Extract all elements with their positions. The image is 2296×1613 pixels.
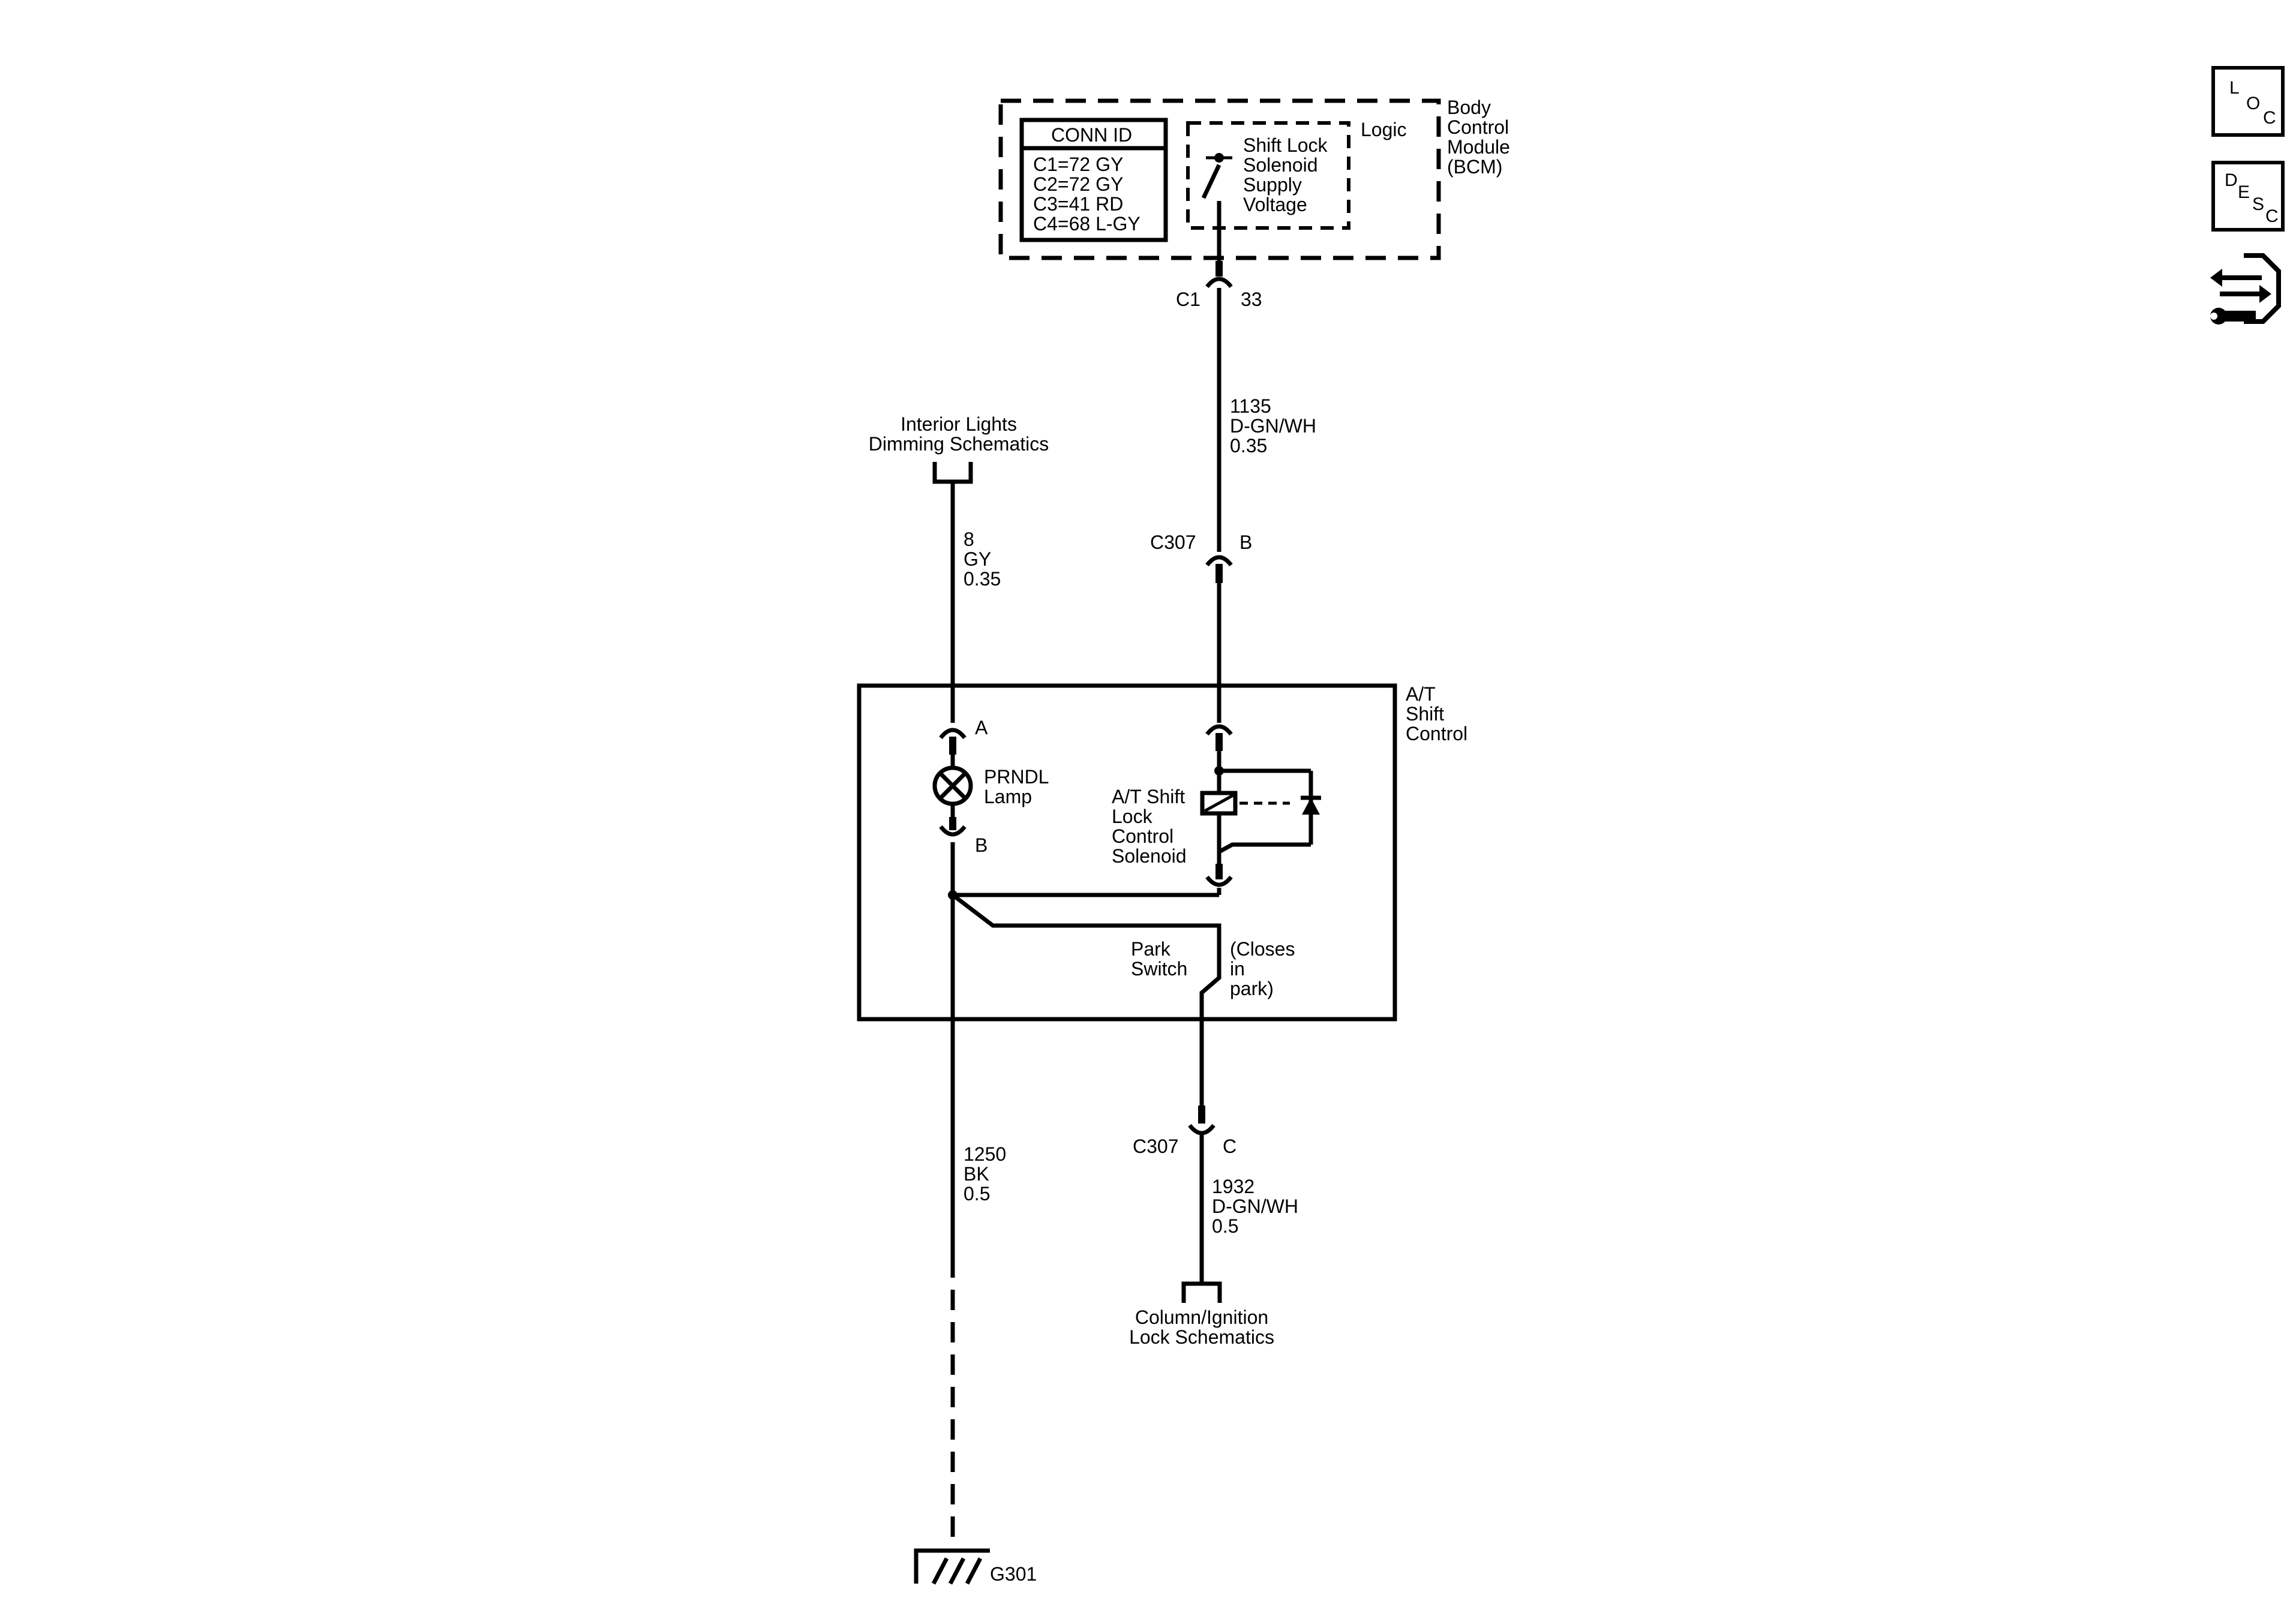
- connector-c307-pin-c: C307 C: [1133, 1106, 1236, 1157]
- connector-c307-pin-b: C307 B: [1150, 531, 1252, 583]
- connector-pin: C: [1223, 1136, 1236, 1157]
- wire-1135-color: D-GN/WH: [1230, 415, 1316, 437]
- connector-name: C1: [1176, 289, 1200, 310]
- wire-1250-gauge: 0.5: [964, 1183, 990, 1205]
- connector-pin: 33: [1241, 289, 1262, 310]
- location-button[interactable]: L O C: [2211, 66, 2285, 137]
- wire-1250-circuit: 1250: [964, 1143, 1006, 1165]
- supply-label-line-3: Supply: [1243, 174, 1302, 196]
- at-shift-control: A/T Shift Control A B PRNDL Lamp: [857, 683, 1467, 1022]
- supply-label-line-1: Shift Lock: [1243, 134, 1328, 156]
- wire-1250-color: BK: [964, 1163, 989, 1185]
- diagnostic-connector-wrench-icon[interactable]: [2208, 251, 2286, 335]
- bcm-name-line-2: Control: [1447, 116, 1509, 138]
- conn-id-row: C3=41 RD: [1033, 193, 1123, 215]
- shift-control-name-line-2: Shift: [1406, 703, 1444, 725]
- bcm-name-line-1: Body: [1447, 97, 1491, 118]
- supply-voltage-switch: [1201, 153, 1232, 264]
- wire-1932-color: D-GN/WH: [1212, 1196, 1298, 1217]
- ground-label: G301: [990, 1563, 1037, 1585]
- connector-name: C307: [1150, 531, 1196, 553]
- reference-line-2: Dimming Schematics: [869, 433, 1049, 455]
- bcm-module: Body Control Module (BCM) CONN ID C1=72 …: [998, 97, 1510, 264]
- park-note-line-3: park): [1230, 978, 1274, 999]
- supply-label-line-2: Solenoid: [1243, 154, 1318, 176]
- connector-pin: B: [1239, 531, 1252, 553]
- wire-1932-circuit: 1932: [1212, 1176, 1254, 1197]
- lamp-label-line-2: Lamp: [984, 786, 1032, 807]
- description-button[interactable]: D E S C: [2211, 161, 2285, 232]
- connector-name: C307: [1133, 1136, 1179, 1157]
- conn-id-row: C1=72 GY: [1033, 154, 1123, 175]
- shift-control-name-line-3: Control: [1406, 723, 1467, 744]
- logic-label: Logic: [1361, 119, 1407, 140]
- wire-1135-gauge: 0.35: [1230, 435, 1267, 456]
- conn-id-header: CONN ID: [1051, 124, 1132, 146]
- loc-letter: L: [2229, 78, 2240, 98]
- conn-id-row: C4=68 L-GY: [1033, 213, 1141, 235]
- lamp-pin-a: A: [975, 717, 988, 738]
- loc-letter: C: [2263, 108, 2276, 128]
- solenoid-label-line-3: Control: [1112, 825, 1173, 847]
- reference-line-1: Interior Lights: [901, 413, 1017, 435]
- bcm-name-line-3: Module: [1447, 136, 1510, 158]
- conn-id-row: C2=72 GY: [1033, 173, 1123, 195]
- park-note-line-1: (Closes: [1230, 938, 1295, 960]
- solenoid-label-line-1: A/T Shift: [1112, 786, 1185, 807]
- wire-1135-circuit: 1135: [1230, 395, 1271, 417]
- interior-lights-reference: Interior Lights Dimming Schematics: [869, 413, 1049, 484]
- supply-label-line-4: Voltage: [1243, 194, 1307, 215]
- ground-g301: G301: [914, 1548, 1037, 1585]
- shift-control-outline: [857, 683, 1397, 1022]
- wire-8-circuit: 8: [964, 528, 974, 550]
- reference-line-1: Column/Ignition: [1135, 1306, 1268, 1328]
- desc-letter: E: [2238, 182, 2250, 202]
- solenoid-label-line-4: Solenoid: [1112, 845, 1187, 867]
- park-switch-label-line-2: Switch: [1131, 958, 1187, 980]
- shift-lock-solenoid: A/T Shift Lock Control Solenoid: [1112, 724, 1321, 887]
- column-ignition-reference: Column/Ignition Lock Schematics: [1129, 1281, 1274, 1348]
- prndl-lamp: A B PRNDL Lamp: [932, 717, 1049, 856]
- bcm-name-line-4: (BCM): [1447, 156, 1502, 178]
- connector-c1-pin-33: C1 33: [1176, 261, 1262, 310]
- loc-letter: O: [2246, 94, 2261, 113]
- desc-letter: S: [2252, 194, 2265, 214]
- park-switch: Park Switch (Closes in park): [951, 893, 1295, 1020]
- conn-id-table: CONN ID C1=72 GY C2=72 GY C3=41 RD C4=68…: [1019, 118, 1168, 242]
- lamp-pin-b: B: [975, 834, 988, 856]
- diode-icon: [1302, 798, 1320, 815]
- lamp-label-line-1: PRNDL: [984, 766, 1049, 788]
- solenoid-label-line-2: Lock: [1112, 806, 1153, 827]
- reference-line-2: Lock Schematics: [1129, 1326, 1274, 1348]
- desc-letter: C: [2265, 206, 2279, 226]
- logic-box: [1186, 121, 1350, 230]
- wire-1932-gauge: 0.5: [1212, 1215, 1238, 1237]
- desc-letter: D: [2225, 170, 2238, 190]
- wire-8-gauge: 0.35: [964, 568, 1001, 590]
- shift-control-name-line-1: A/T: [1406, 683, 1436, 705]
- wire-8-color: GY: [964, 548, 991, 570]
- park-switch-label-line-1: Park: [1131, 938, 1171, 960]
- park-note-line-2: in: [1230, 958, 1245, 980]
